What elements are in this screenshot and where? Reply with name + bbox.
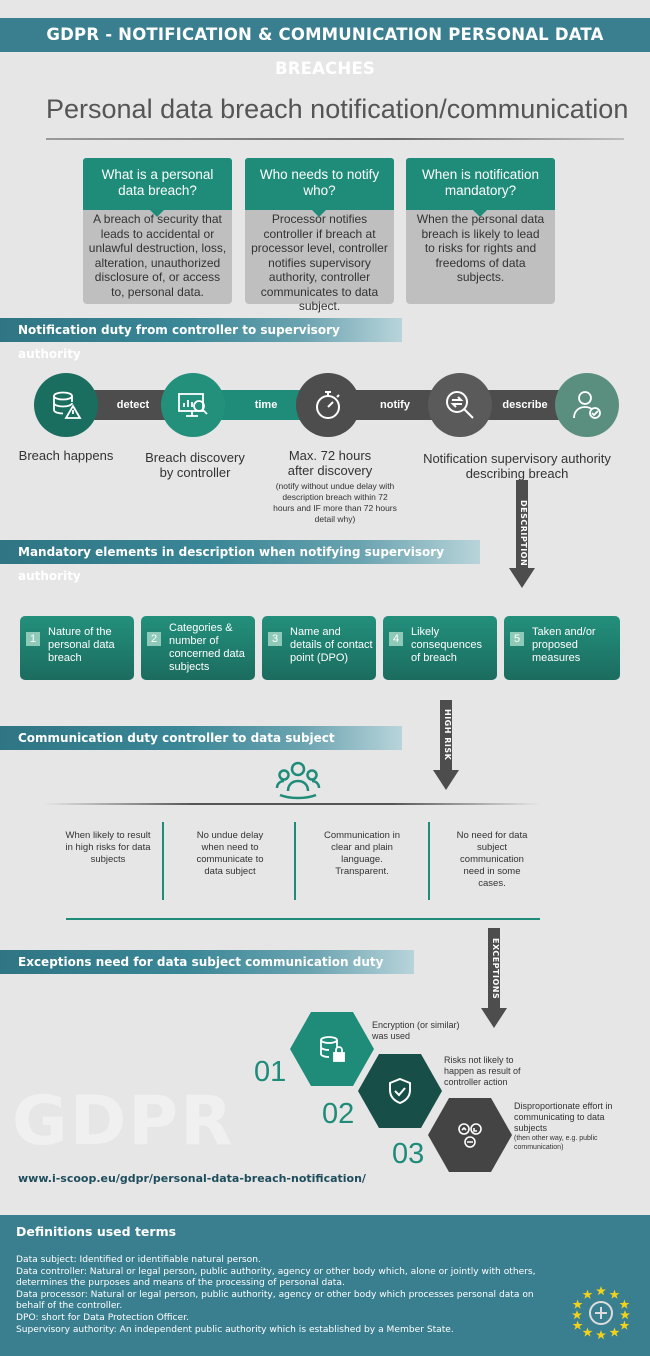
people-gear-icon	[428, 1098, 512, 1172]
header-area: GDPR - NOTIFICATION & COMMUNICATION PERS…	[0, 0, 650, 78]
definition-line: DPO: short for Data Protection Officer.	[16, 1312, 189, 1323]
mandatory-item-1: 1 Nature of the personal data breach	[20, 616, 134, 680]
title-divider	[46, 138, 624, 140]
mandatory-num: 4	[389, 632, 403, 646]
gdpr-watermark: GDPR	[12, 1082, 235, 1161]
database-warning-icon	[34, 373, 98, 437]
stopwatch-icon	[296, 373, 360, 437]
mandatory-item-4: 4 Likely consequences of breach	[383, 616, 497, 680]
question-card-what: A breach of security that leads to accid…	[83, 158, 232, 304]
communication-bottom-rule	[66, 918, 540, 920]
question-heading: Who needs to notify who?	[245, 158, 394, 217]
definition-line: Supervisory authority: An independent pu…	[16, 1324, 454, 1335]
people-group-icon	[274, 758, 322, 800]
mandatory-item-2: 2 Categories & number of concerned data …	[141, 616, 255, 680]
database-lock-icon	[290, 1012, 374, 1086]
definitions-title: Definitions used terms	[16, 1224, 177, 1239]
mandatory-text: Likely consequences of breach	[411, 626, 482, 664]
step-caption-3: Max. 72 hours after discovery	[287, 448, 373, 478]
definition-line: Data processor: Natural or legal person,…	[16, 1289, 534, 1312]
question-heading: What is a personal data breach?	[83, 158, 232, 217]
communication-item-2: No undue delay when need to communicate …	[196, 830, 264, 877]
mandatory-text: Nature of the personal data breach	[48, 626, 115, 664]
screen-search-icon	[161, 373, 225, 437]
question-card-when: When the personal data breach is likely …	[406, 158, 555, 304]
section-mandatory: Mandatory elements in description when n…	[0, 540, 480, 583]
definitions-list: Data subject: Identified or identifiable…	[16, 1255, 556, 1336]
communication-divider	[294, 822, 296, 900]
definitions-panel: Definitions used terms Data subject: Ide…	[0, 1215, 650, 1356]
time-note: (notify without undue delay with descrip…	[273, 481, 397, 524]
mandatory-item-5: 5 Taken and/or proposed measures	[504, 616, 620, 680]
question-card-who: Processor notifies controller if breach …	[245, 158, 394, 313]
exceptions-arrow: EXCEPTIONS	[481, 928, 507, 1030]
eu-stars-logo	[571, 1283, 631, 1343]
mandatory-text: Taken and/or proposed measures	[532, 626, 596, 664]
mandatory-text: Categories & number of concerned data su…	[169, 622, 245, 673]
exception-number-1: 01	[254, 1056, 287, 1088]
section-communication: Communication duty controller to data su…	[0, 726, 402, 750]
mandatory-num: 5	[510, 632, 524, 646]
step-caption-1: Breach happens	[18, 448, 114, 463]
definition-line: Data subject: Identified or identifiable…	[16, 1255, 261, 1265]
exceptions-arrow-label: EXCEPTIONS	[491, 938, 500, 1000]
exception-number-3: 03	[392, 1138, 425, 1170]
exception-text-3: Disproportionate effort in communicating…	[514, 1101, 613, 1133]
band-label-notify: notify	[380, 399, 410, 411]
communication-item-4: No need for data subject communication n…	[456, 830, 528, 889]
mandatory-num: 1	[26, 632, 40, 646]
shield-check-icon	[358, 1054, 442, 1128]
magnify-arrows-icon	[428, 373, 492, 437]
question-answer: Processor notifies controller if breach …	[245, 206, 394, 313]
section-notification: Notification duty from controller to sup…	[0, 318, 402, 361]
band-notify: notify	[350, 390, 440, 420]
question-heading: When is notification mandatory?	[406, 158, 555, 217]
high-risk-arrow-label: HIGH RISK	[443, 709, 452, 761]
section-exceptions: Exceptions need for data subject communi…	[0, 950, 414, 974]
communication-divider	[428, 822, 430, 900]
communication-top-rule	[44, 803, 540, 805]
description-arrow-label: DESCRIPTION	[519, 500, 528, 567]
description-arrow: DESCRIPTION	[509, 480, 535, 590]
definition-line: Data controller: Natural or legal person…	[16, 1266, 536, 1289]
band-label-detect: detect	[116, 399, 150, 411]
band-label-time: time	[254, 399, 278, 411]
exception-subtext-3: (then other way, e.g. public communicati…	[514, 1135, 598, 1151]
question-answer: When the personal data breach is likely …	[406, 206, 555, 304]
step-caption-4: Notification supervisory authority descr…	[423, 451, 611, 481]
step-caption-2: Breach discovery by controller	[145, 450, 245, 480]
mandatory-text: Name and details of contact point (DPO)	[290, 626, 373, 664]
band-label-describe: describe	[502, 399, 548, 411]
communication-item-1: When likely to result in high risks for …	[65, 830, 151, 865]
exception-number-2: 02	[322, 1098, 355, 1130]
mandatory-item-3: 3 Name and details of contact point (DPO…	[262, 616, 376, 680]
question-answer: A breach of security that leads to accid…	[83, 206, 232, 304]
communication-item-3: Communication in clear and plain languag…	[323, 830, 401, 877]
page-title: Personal data breach notification/commun…	[46, 94, 629, 124]
exception-text-2: Risks not likely to happen as result of …	[444, 1055, 521, 1087]
source-link[interactable]: www.i-scoop.eu/gdpr/personal-data-breach…	[18, 1172, 366, 1185]
user-check-icon	[555, 373, 619, 437]
high-risk-arrow: HIGH RISK	[433, 700, 459, 792]
mandatory-num: 3	[268, 632, 282, 646]
exception-text-1: Encryption (or similar) was used	[372, 1020, 460, 1041]
mandatory-num: 2	[147, 632, 161, 646]
communication-divider	[162, 822, 164, 900]
header-title: GDPR - NOTIFICATION & COMMUNICATION PERS…	[0, 18, 650, 78]
